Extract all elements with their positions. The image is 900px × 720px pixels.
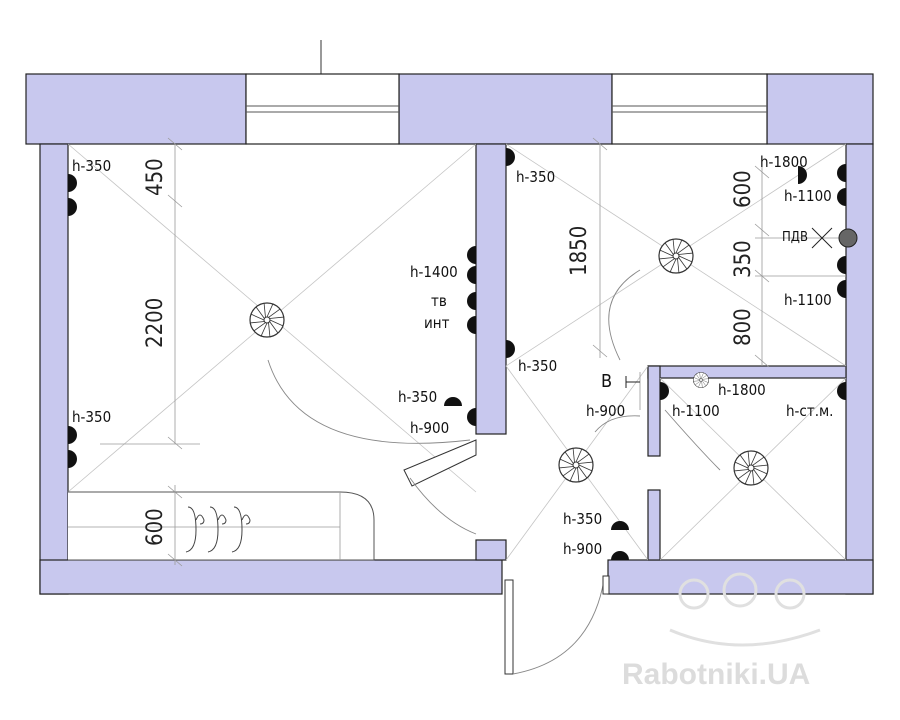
door-entry [504,579,514,675]
ceiling-light-icon [249,302,285,338]
socket-icon [68,450,77,468]
socket-icon [467,246,476,264]
label-switch: В [601,371,612,392]
socket-icon [837,280,846,298]
wall-bath-top [647,365,847,379]
label-h1800: h-1800 [760,153,808,171]
label-tv: тв [431,292,447,310]
label-h350: h-350 [518,357,557,375]
socket-icon [444,397,462,406]
socket-icon [837,188,846,206]
ceiling-light-icon [733,450,769,486]
label-h1100: h-1100 [784,291,832,309]
dim-2200: 2200 [143,298,168,348]
socket-icon [467,292,476,310]
sockets [68,148,858,560]
label-pdv: ПДВ [782,230,808,245]
dim-600-right: 600 [731,170,756,208]
ceiling-light-icon [693,372,709,388]
hanger-icon [185,506,205,553]
window-left [245,73,400,145]
dim-800-right: 800 [731,308,756,346]
wall-partition-stub [475,539,507,561]
socket-icon [837,256,846,274]
label-h1400: h-1400 [410,263,458,281]
label-h1800: h-1800 [718,381,766,399]
wall-left [39,143,69,595]
wall-top-right [766,73,874,145]
label-h900: h-900 [410,419,449,437]
socket-icon [660,382,669,400]
label-h-stm: h-ст.м. [786,402,833,420]
socket-icon [798,166,807,184]
label-h350: h-350 [563,510,602,528]
dim-350-right: 350 [731,240,756,278]
socket-icon [467,408,476,426]
wall-partition-vertical [475,143,507,435]
wall-top-left [25,73,247,145]
socket-icon [68,174,77,192]
ceiling-light-icon [658,238,694,274]
socket-icon [837,382,846,400]
label-h900: h-900 [563,540,602,558]
label-h350: h-350 [516,168,555,186]
wall-top-middle [398,73,613,145]
dim-450: 450 [143,158,168,196]
dim-1850: 1850 [567,226,592,276]
ceiling-light-icon [558,447,594,483]
socket-icon [68,198,77,216]
socket-icon [506,340,515,358]
label-h1100: h-1100 [784,187,832,205]
label-h350: h-350 [72,408,111,426]
watermark-logo [669,572,821,647]
wall-bath-left-upper [647,365,661,457]
walls [25,73,874,595]
label-h350: h-350 [398,388,437,406]
hangers [185,506,251,553]
watermark-text: Rabotniki.UA [622,658,810,691]
socket-icon [611,521,629,530]
fan-icon [838,228,858,248]
label-internet: инт [424,314,450,332]
wall-bottom-right [607,559,874,595]
socket-icon [467,316,476,334]
socket-icon [68,426,77,444]
ceiling-lights [249,238,769,486]
socket-icon [467,266,476,284]
door-room1 [403,439,477,487]
socket-icon [837,164,846,182]
room-1 [67,137,477,567]
wardrobe [68,491,375,561]
label-h900: h-900 [586,402,625,420]
socket-icon [611,551,629,560]
hanger-icon [231,506,251,553]
label-h1100: h-1100 [672,402,720,420]
wall-bath-left-lower [647,489,661,561]
window-right [611,73,768,145]
hanger-icon [207,506,227,553]
label-h350: h-350 [72,157,111,175]
doors [403,439,610,675]
socket-icon [506,148,515,166]
wall-right [845,143,874,595]
dim-600-wardrobe: 600 [143,508,168,546]
wall-bottom-left [39,559,503,595]
